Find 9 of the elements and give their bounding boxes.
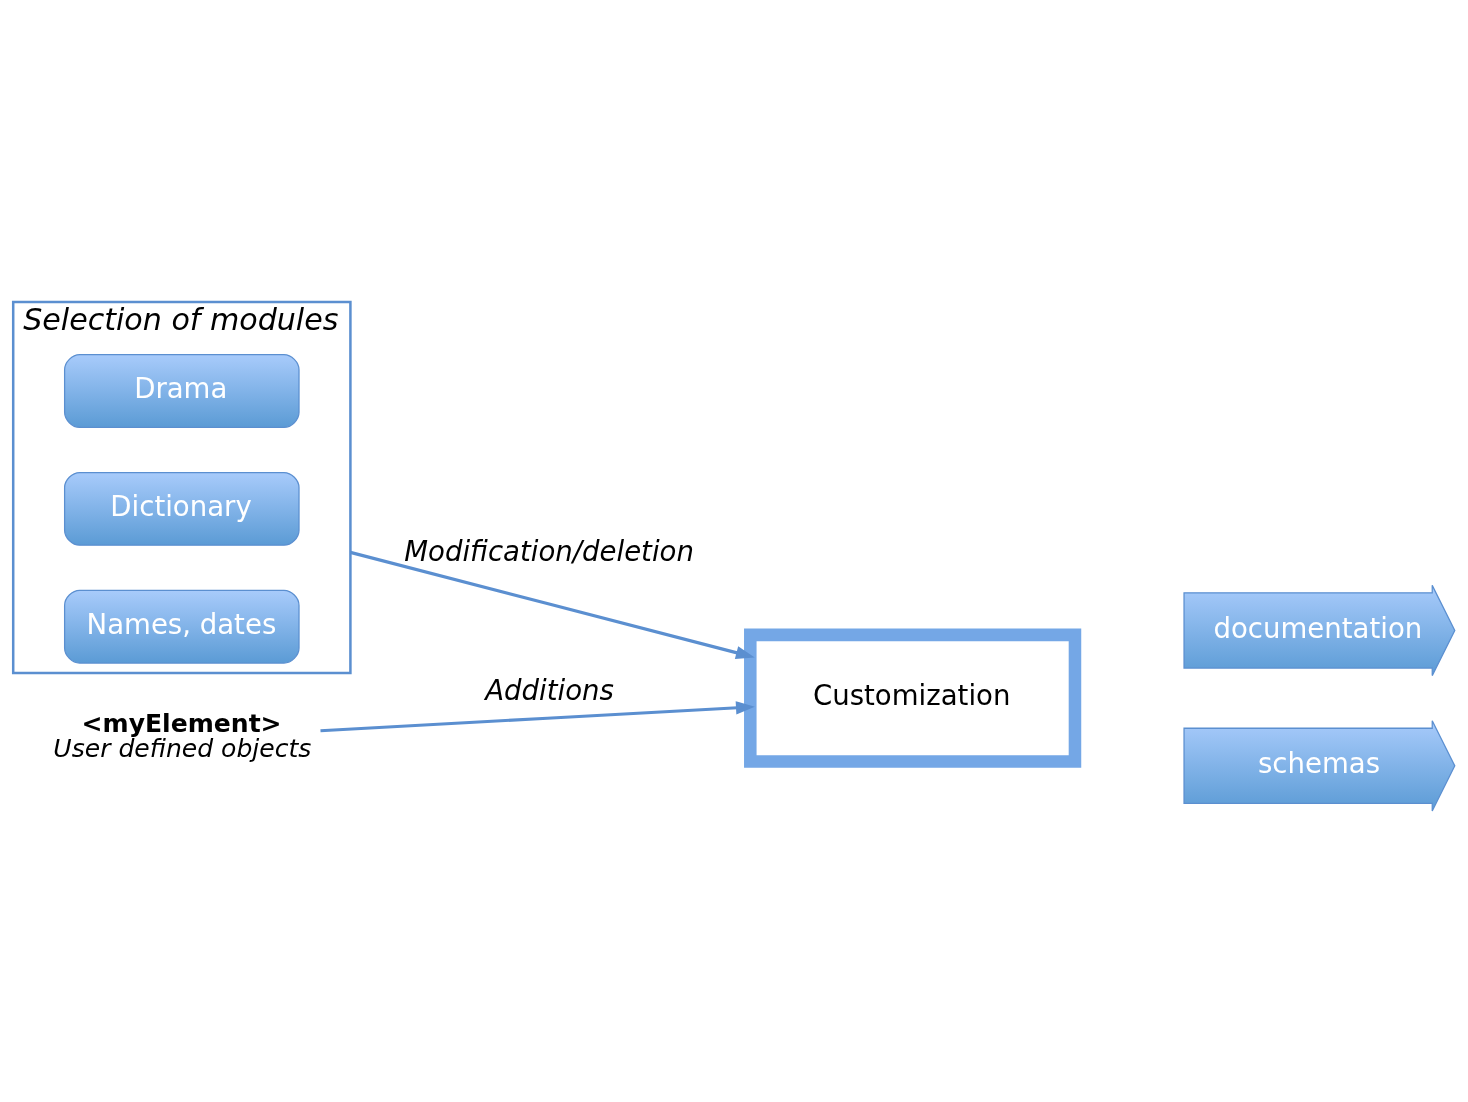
edge-label: Modification/deletion [404,534,694,568]
arrow [350,550,755,659]
arrow [320,700,755,732]
edge-label: Additions [485,673,614,707]
node-box: Names, dates [63,589,300,664]
node-box: Drama [63,353,300,428]
node-box: Dictionary [63,471,300,546]
node-text: <myElement> User defined objects [53,708,312,763]
node-box: Customization [744,628,1082,768]
